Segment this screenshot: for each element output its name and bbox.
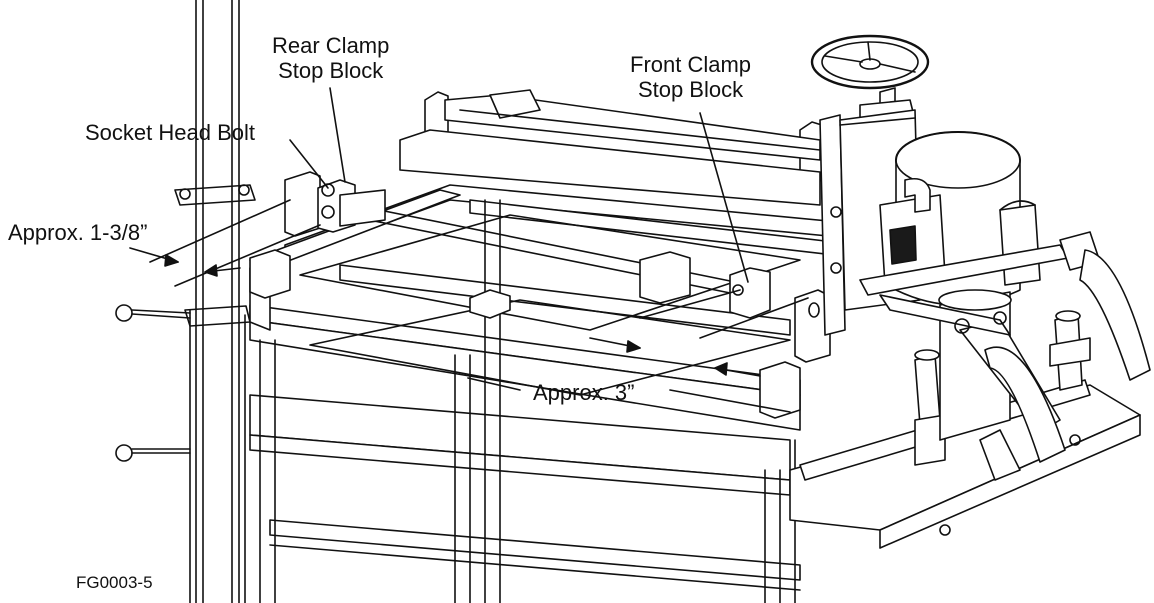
handle-upper — [115, 304, 191, 322]
dimension-approx-3 — [467, 337, 791, 413]
front-clamp-stop-block-label: Front Clamp Stop Block — [630, 52, 751, 102]
lever-arm — [859, 231, 1151, 463]
upper-clamp-assembly — [399, 89, 821, 206]
figure-id-label: FG0003-5 — [76, 573, 153, 592]
rear-clamp-line-2: Stop Block — [278, 58, 384, 83]
rear-clamp-line-1: Rear Clamp — [272, 33, 390, 58]
rear-clamp-rod — [284, 171, 771, 319]
socket-head-bolt-label: Socket Head Bolt — [85, 120, 255, 145]
vertical-post — [189, 0, 246, 603]
front-clamp-line-2: Stop Block — [637, 77, 744, 102]
front-clamp-line-1: Front Clamp — [630, 52, 752, 77]
approx-3-label: Approx. 3” — [533, 380, 635, 405]
handle-lower — [115, 444, 191, 462]
post-clamp-collar — [174, 184, 256, 327]
leader-lines — [289, 87, 809, 339]
rear-clamp-stop-block-label: Rear Clamp Stop Block — [272, 33, 389, 83]
approx-1-3-8-label: Approx. 1-3/8” — [8, 220, 148, 245]
dimension-approx-1-3-8 — [129, 199, 321, 287]
front-clamp-block — [794, 289, 831, 363]
